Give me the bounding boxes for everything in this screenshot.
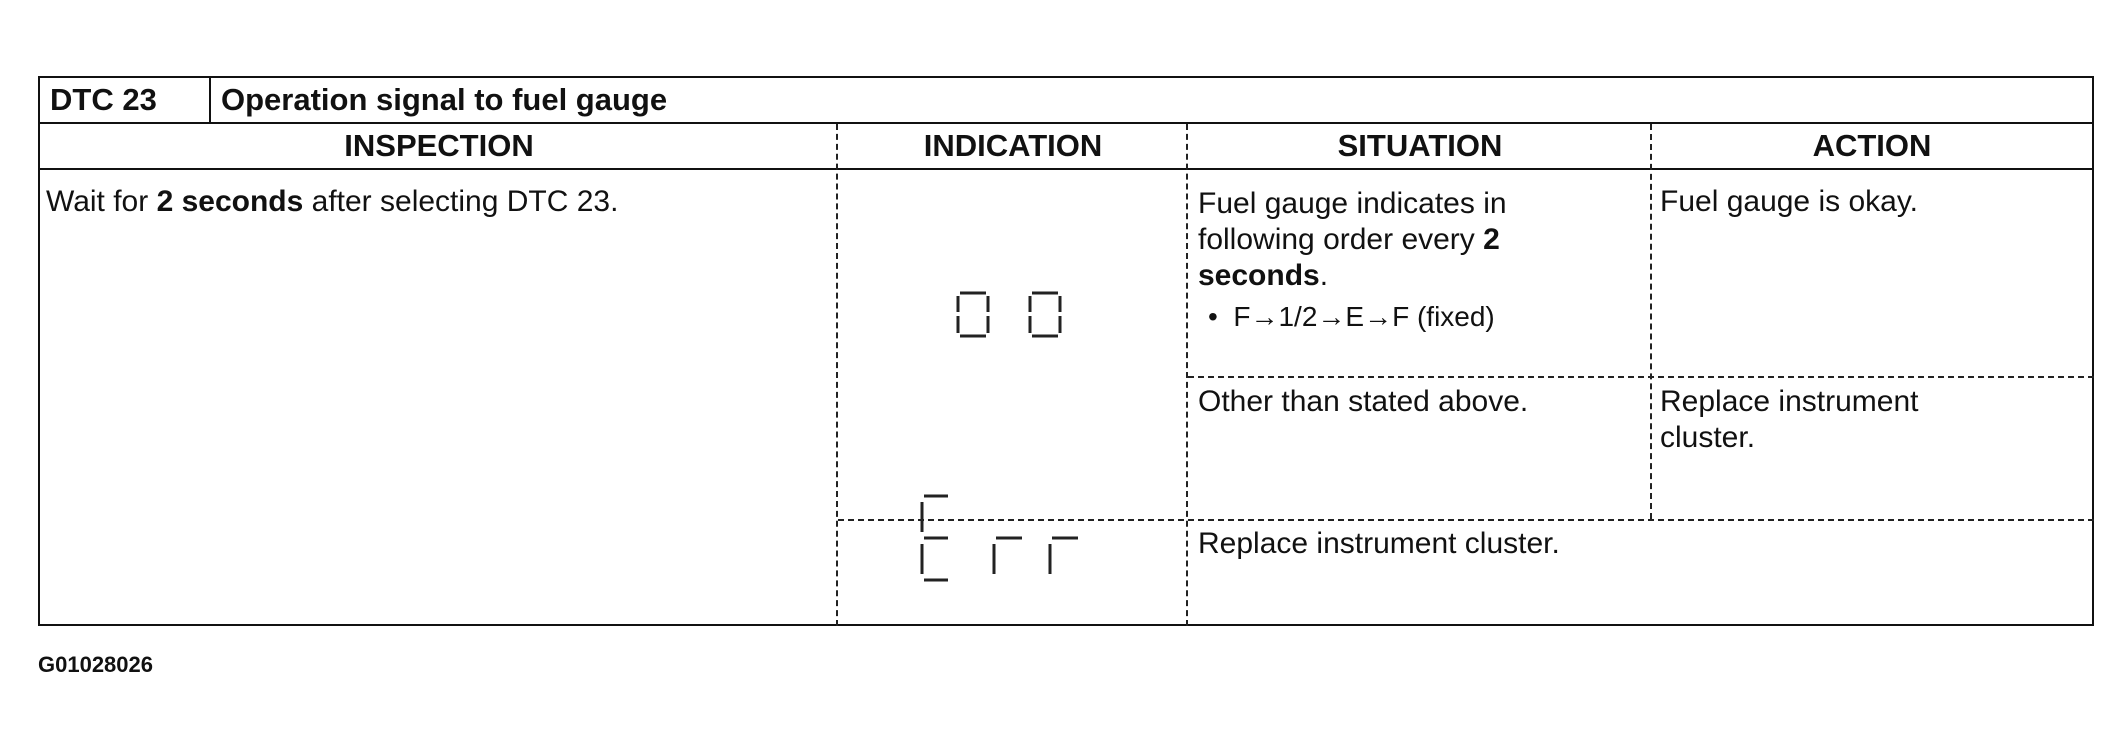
situation-row1-bullet: • F→1/2→E→F (fixed) — [1208, 300, 1495, 334]
situation-row1-bold2: seconds — [1198, 259, 1320, 292]
header-inspection: INSPECTION — [344, 128, 534, 163]
divider-inspection-indication — [836, 124, 838, 626]
action-row2-line2: cluster. — [1660, 421, 1756, 454]
divider-situation-action — [1650, 124, 1652, 519]
action-row1: Fuel gauge is okay. — [1660, 185, 1918, 218]
inspection-prefix: Wait for — [46, 185, 157, 218]
indication-display-00 — [956, 291, 1062, 338]
divider-row2-row3 — [838, 519, 2094, 521]
figure-code: G01028026 — [38, 652, 153, 677]
inspection-suffix: after selecting DTC 23. — [303, 185, 619, 218]
action-row2-line1: Replace instrument — [1660, 385, 1919, 418]
table-header-row: INSPECTION INDICATION SITUATION ACTION — [40, 124, 2092, 170]
situation-row3: Replace instrument cluster. — [1198, 527, 1560, 560]
dtc-code: DTC 23 — [40, 78, 211, 122]
situation-row1: Fuel gauge indicates in following order … — [1198, 186, 1507, 294]
inspection-bold: 2 seconds — [156, 185, 304, 218]
header-action: ACTION — [1812, 128, 1932, 163]
bullet-dot: • — [1208, 301, 1234, 332]
inspection-cell: Wait for 2 seconds after selecting DTC 2… — [46, 184, 618, 220]
table-title-row: DTC 23 Operation signal to fuel gauge — [40, 78, 2092, 124]
header-indication: INDICATION — [923, 128, 1103, 163]
situation-row1-line1: Fuel gauge indicates in — [1198, 187, 1507, 220]
action-row2: Replace instrument cluster. — [1660, 384, 1918, 456]
situation-row2: Other than stated above. — [1198, 385, 1529, 418]
situation-row1-bold1: 2 — [1483, 223, 1500, 256]
dtc-title: Operation signal to fuel gauge — [221, 82, 668, 117]
divider-row1-row2 — [1188, 376, 2094, 378]
dtc-table: DTC 23 Operation signal to fuel gauge IN… — [38, 76, 2094, 626]
situation-row1-line2-text: following order every — [1198, 223, 1484, 256]
situation-row1-line3: seconds. — [1198, 258, 1507, 294]
situation-row1-bullet-text: F→1/2→E→F (fixed) — [1233, 301, 1495, 332]
header-situation: SITUATION — [1337, 128, 1503, 163]
divider-indication-situation — [1186, 124, 1188, 626]
situation-row1-period: . — [1319, 259, 1329, 292]
indication-display-err — [920, 494, 1078, 582]
situation-row1-line2: following order every 2 — [1198, 222, 1507, 258]
